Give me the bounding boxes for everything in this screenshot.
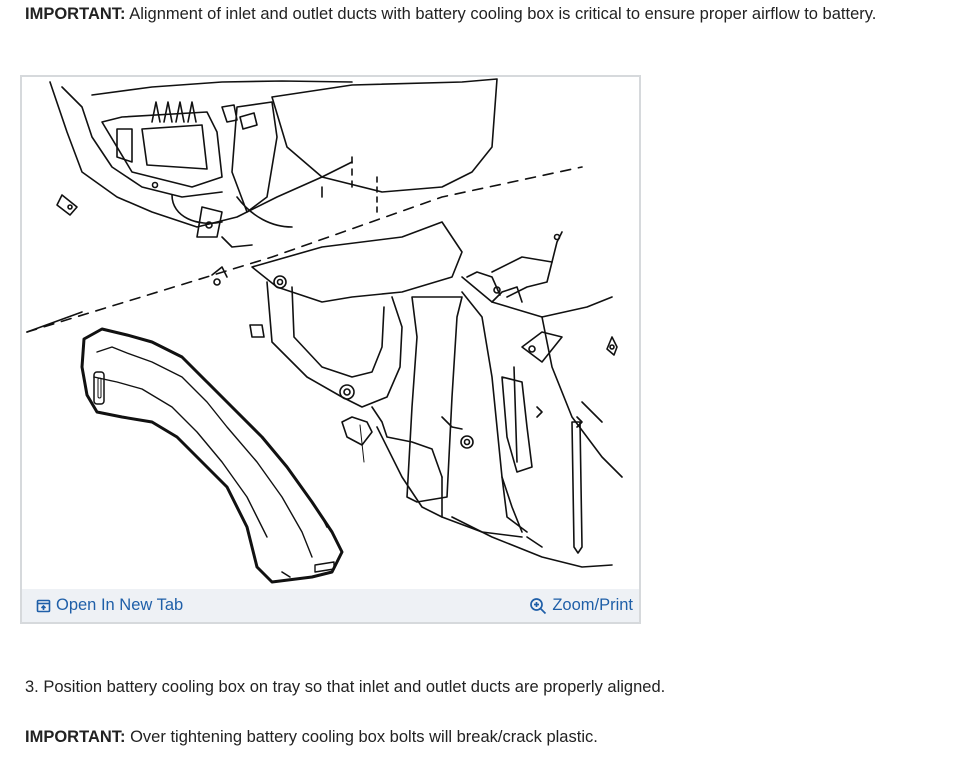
figure-toolbar: Open In New Tab Zoom/Print: [22, 589, 639, 622]
zoom-print-label: Zoom/Print: [552, 596, 633, 614]
battery-cooling-duct-diagram[interactable]: [22, 77, 639, 589]
open-in-new-tab-icon: [36, 599, 51, 613]
figure-container: Open In New Tab Zoom/Print: [20, 75, 641, 624]
important-text: Over tightening battery cooling box bolt…: [125, 728, 598, 746]
important-note-bolts: IMPORTANT: Over tightening battery cooli…: [25, 727, 598, 747]
important-label: IMPORTANT:: [25, 728, 126, 746]
important-label: IMPORTANT:: [25, 5, 126, 23]
zoom-icon: [530, 597, 547, 614]
important-note-alignment: IMPORTANT: Alignment of inlet and outlet…: [25, 4, 876, 24]
zoom-print-link[interactable]: Zoom/Print: [529, 596, 633, 615]
open-in-new-tab-link[interactable]: Open In New Tab: [36, 596, 183, 615]
important-text: Alignment of inlet and outlet ducts with…: [125, 5, 877, 23]
open-in-new-tab-label: Open In New Tab: [56, 596, 184, 614]
step-3-text: 3. Position battery cooling box on tray …: [25, 678, 666, 696]
